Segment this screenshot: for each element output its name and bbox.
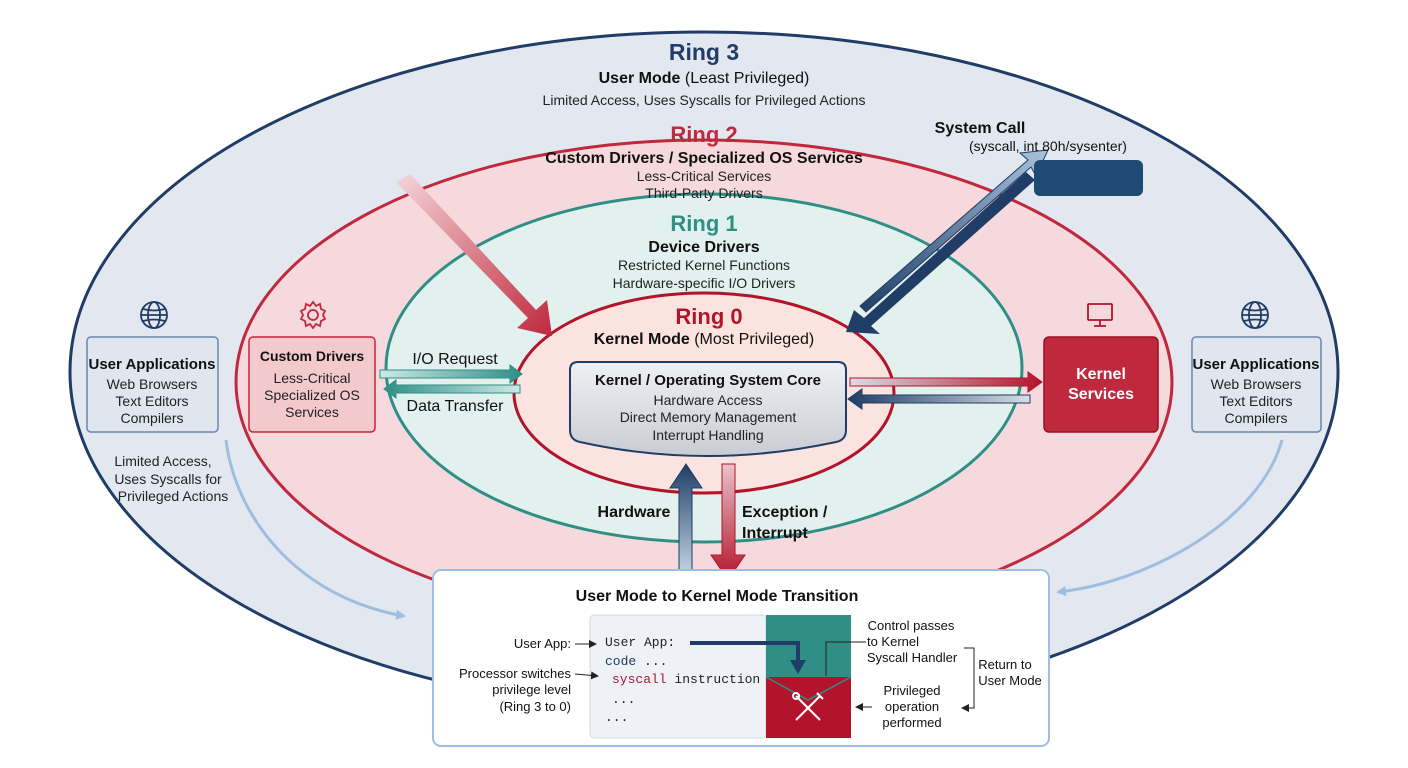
ring1-subtitle: Device Drivers — [648, 239, 759, 256]
user-apps-right: User Applications Web Browsers Text Edit… — [1191, 301, 1322, 433]
ring3-desc: Limited Access, Uses Syscalls for Privil… — [543, 92, 866, 108]
io-request-arrow — [379, 364, 523, 384]
custom-drivers-item: Services — [285, 404, 339, 420]
ring0-mode: Kernel Mode (Most Privileged) — [594, 331, 815, 348]
syscall-flow-arrow — [690, 641, 800, 662]
ring3-title: Ring 3 — [669, 39, 739, 65]
left-to-transition-arrow — [224, 439, 406, 620]
switch-label-line: (Ring 3 to 0) — [499, 699, 571, 714]
monitor-icon — [1087, 303, 1113, 327]
left-note-line: Uses Syscalls for — [114, 471, 222, 487]
user-apps-right-item: Compilers — [1224, 410, 1287, 426]
switch-label-line: Processor switches — [459, 666, 571, 681]
ring2-line1: Less-Critical Services — [637, 168, 772, 184]
left-note-line: Limited Access, — [114, 453, 211, 469]
code-line: syscall instruction — [612, 672, 760, 687]
kernel-core-title: Kernel / Operating System Core — [595, 372, 821, 389]
kernel-handler-block — [766, 615, 851, 677]
data-transfer-arrow — [383, 379, 521, 399]
hardware-label: Hardware — [598, 504, 671, 521]
io-request-label: I/O Request — [412, 351, 498, 368]
ring2-subtitle: Custom Drivers / Specialized OS Services — [545, 150, 863, 167]
exception-label-line1: Exception / — [742, 504, 828, 521]
kernel-core-box: Kernel / Operating System Core Hardware … — [569, 361, 847, 457]
return-label-line: User Mode — [978, 673, 1042, 688]
hardware-arrow — [669, 463, 703, 583]
kernel-services: Kernel Services — [1043, 303, 1159, 433]
transition-title: User Mode to Kernel Mode Transition — [576, 588, 859, 605]
user-apps-left-item: Compilers — [120, 410, 183, 426]
services-to-core-arrow — [847, 388, 1031, 410]
control-label-line: Control passes — [868, 618, 955, 633]
ring1-line1: Restricted Kernel Functions — [618, 257, 790, 273]
left-note-line: Privileged Actions — [118, 488, 229, 504]
tools-icon — [792, 692, 824, 721]
custom-drivers: Custom Drivers Less-Critical Specialized… — [248, 300, 376, 433]
user-apps-right-title: User Applications — [1193, 356, 1320, 373]
custom-drivers-title: Custom Drivers — [260, 348, 364, 364]
kernel-core-line2: Direct Memory Management — [620, 409, 797, 425]
ring3-mode: User Mode (Least Privileged) — [599, 70, 810, 87]
user-apps-left: User Applications Web Browsers Text Edit… — [86, 301, 219, 433]
exception-arrow — [710, 463, 746, 581]
code-line: ... — [612, 692, 635, 707]
privileged-label-line: Privileged — [883, 683, 940, 698]
gear-icon — [299, 300, 327, 330]
ring2-title: Ring 2 — [670, 122, 737, 147]
kernel-core-line3: Interrupt Handling — [652, 427, 763, 443]
control-label-line: Syscall Handler — [867, 650, 958, 665]
user-app-label: User App: — [514, 636, 571, 651]
user-apps-right-item: Text Editors — [1219, 393, 1292, 409]
user-apps-left-item: Text Editors — [115, 393, 188, 409]
transition-panel: User Mode to Kernel Mode Transition User… — [432, 569, 1050, 747]
system-call-detail: (syscall, int 80h/sysenter) — [969, 138, 1127, 154]
user-apps-left-item: Web Browsers — [107, 376, 198, 392]
kernel-services-line1: Kernel — [1076, 366, 1126, 383]
user-apps-left-title: User Applications — [89, 356, 216, 373]
data-transfer-label: Data Transfer — [407, 398, 505, 415]
globe-icon — [1241, 301, 1269, 329]
kernel-services-line2: Services — [1068, 386, 1134, 403]
globe-icon — [140, 301, 168, 329]
control-label-line: to Kernel — [867, 634, 919, 649]
custom-drivers-item: Less-Critical — [273, 370, 350, 386]
code-line: ... — [605, 710, 628, 725]
code-line: code ... — [605, 654, 667, 669]
ring2-to-kernel-arrow — [396, 174, 552, 336]
code-line: User App: — [605, 635, 675, 650]
ring0-title: Ring 0 — [675, 304, 742, 329]
system-call-box — [1034, 160, 1143, 196]
exception-label-line2: Interrupt — [742, 525, 808, 542]
right-to-transition-arrow — [1056, 439, 1284, 597]
ring1-title: Ring 1 — [670, 211, 737, 236]
privileged-label-line: performed — [882, 715, 941, 730]
custom-drivers-item: Specialized OS — [264, 387, 360, 403]
return-label-line: Return to — [978, 657, 1031, 672]
kernel-core-line1: Hardware Access — [654, 392, 763, 408]
core-to-services-arrow — [849, 371, 1043, 393]
switch-label-line: privilege level — [492, 682, 571, 697]
user-apps-right-item: Web Browsers — [1211, 376, 1302, 392]
system-call-title: System Call — [935, 120, 1026, 137]
ring2-line2: Third-Party Drivers — [645, 185, 762, 201]
privileged-label-line: operation — [885, 699, 939, 714]
ring1-line2: Hardware-specific I/O Drivers — [613, 275, 796, 291]
